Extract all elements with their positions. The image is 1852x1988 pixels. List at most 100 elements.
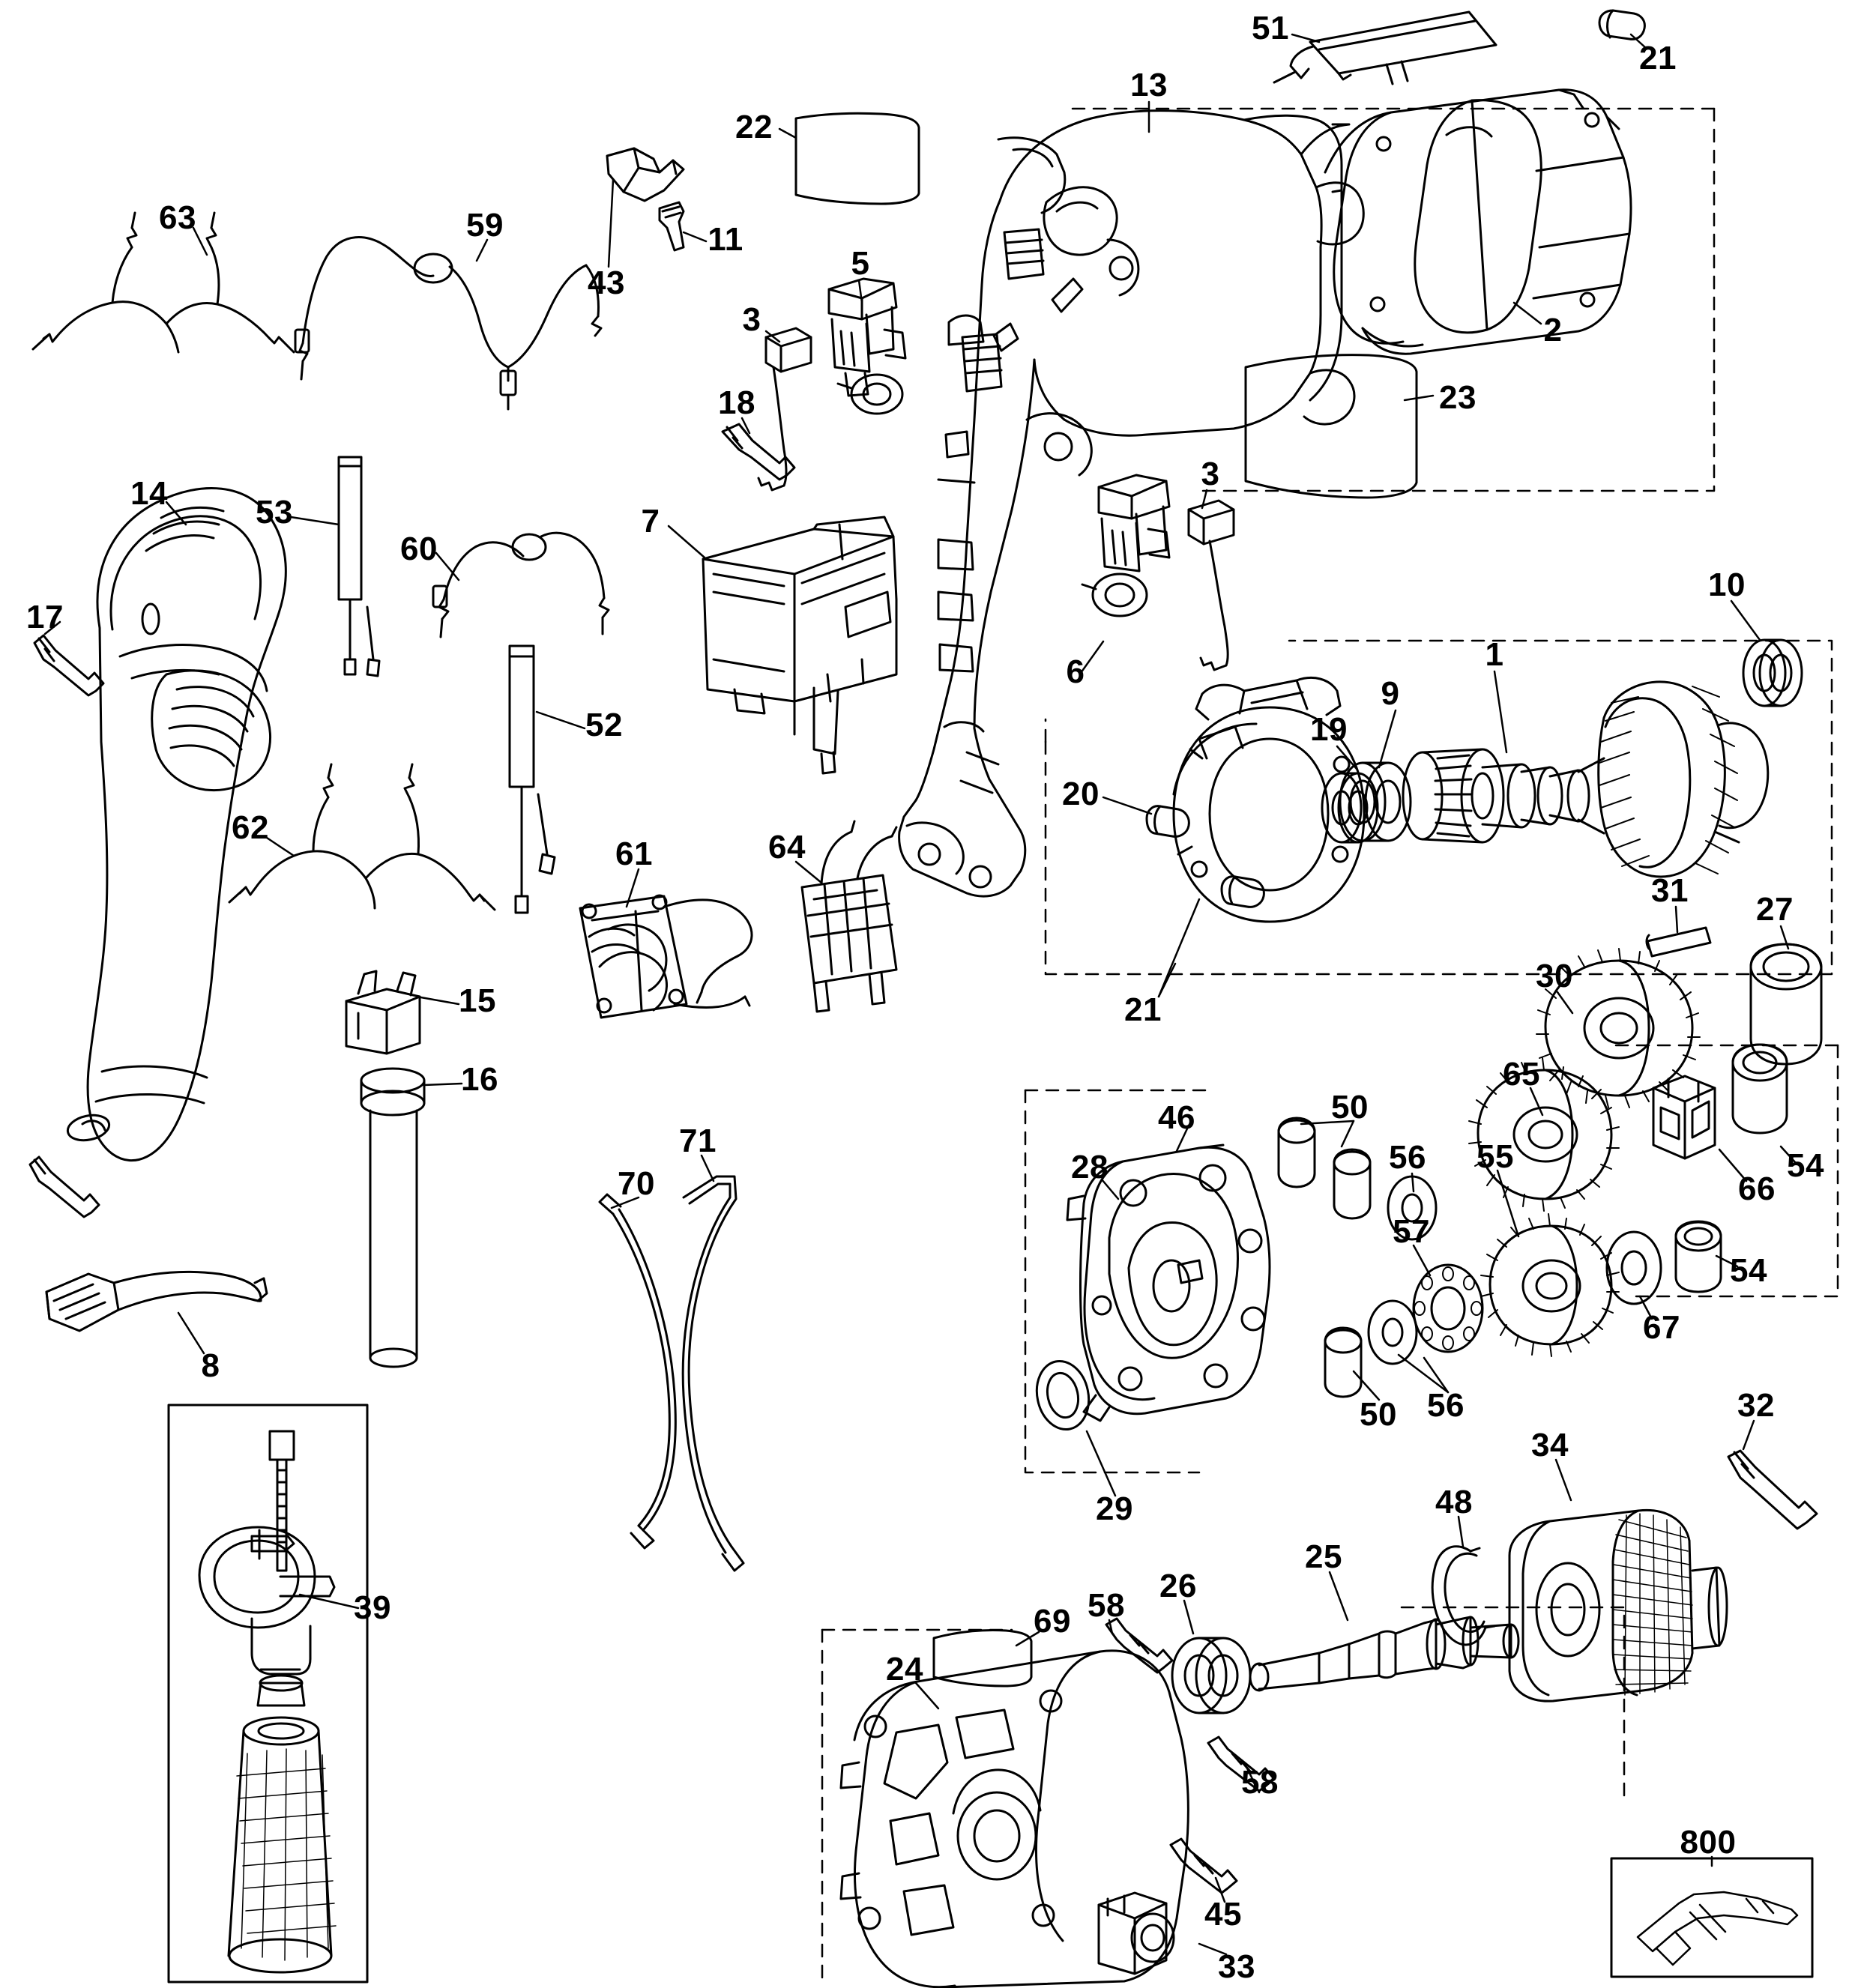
- callout-31: 31: [1651, 872, 1689, 909]
- part-3-connector-right: [1187, 499, 1235, 671]
- part-45-screw: [1169, 1837, 1238, 1894]
- part-61-field: [579, 894, 753, 1019]
- part-63-wire-harness: [31, 211, 295, 354]
- part-17-screw-lower: [28, 1155, 100, 1218]
- callout-70: 70: [618, 1165, 655, 1202]
- part-1-armature: [1402, 680, 1770, 878]
- part-56-washer-lower: [1367, 1299, 1418, 1365]
- callout-29: 29: [1096, 1490, 1133, 1527]
- part-57-cage: [1412, 1263, 1484, 1353]
- callout-18: 18: [718, 384, 755, 421]
- callout-52: 52: [585, 707, 623, 743]
- part-2-field-housing: [1324, 88, 1632, 355]
- callout-13: 13: [1130, 67, 1168, 103]
- part-26-bearing: [1171, 1637, 1252, 1714]
- part-54-bushing-lower: [1674, 1220, 1722, 1293]
- callout-66: 66: [1738, 1170, 1776, 1207]
- part-7-switch: [702, 516, 898, 775]
- callout-28: 28: [1071, 1149, 1109, 1185]
- callout-53: 53: [256, 494, 293, 531]
- part-15-collar: [345, 970, 421, 1055]
- callout-10: 10: [1708, 567, 1746, 603]
- part-66-clutch: [1652, 1075, 1716, 1160]
- part-11-screw: [658, 201, 685, 252]
- part-67-washer: [1605, 1230, 1662, 1305]
- part-70-rod: [598, 1193, 677, 1550]
- part-30-gear: [1536, 948, 1701, 1108]
- part-59-wire: [294, 236, 603, 411]
- callout-58b: 58: [1241, 1764, 1279, 1801]
- part-51-brush: [1273, 10, 1497, 85]
- callout-59: 59: [466, 207, 504, 244]
- callout-56b: 56: [1427, 1387, 1465, 1424]
- callout-50b: 50: [1360, 1396, 1397, 1433]
- callout-2: 2: [1543, 312, 1563, 348]
- part-9-washer: [1321, 772, 1379, 844]
- part-58-screw-upper: [1105, 1617, 1174, 1674]
- part-34-chuck: [1508, 1508, 1728, 1703]
- part-29-ring: [1035, 1359, 1091, 1431]
- callout-14: 14: [130, 475, 168, 512]
- callout-25: 25: [1305, 1538, 1342, 1575]
- part-55-pinion: [1480, 1213, 1620, 1357]
- part-60-wire: [432, 531, 610, 638]
- callout-34: 34: [1531, 1427, 1569, 1463]
- part-71-rod: [681, 1175, 745, 1572]
- part-50-roller-upper: [1277, 1117, 1316, 1188]
- callout-30: 30: [1536, 958, 1573, 994]
- callout-39: 39: [354, 1589, 391, 1626]
- part-5-brush-assembly: [827, 277, 907, 415]
- callout-17: 17: [26, 599, 64, 635]
- callout-9: 9: [1381, 675, 1400, 712]
- callout-800: 800: [1680, 1824, 1737, 1861]
- callout-57: 57: [1393, 1213, 1430, 1250]
- part-14-housing-half: [66, 487, 287, 1161]
- part-3-connector-upper: [757, 327, 812, 492]
- callout-71: 71: [679, 1123, 717, 1159]
- part-25-spindle: [1249, 1616, 1520, 1692]
- part-43-clip: [606, 147, 685, 202]
- part-62-wire-harness: [228, 763, 496, 911]
- part-64-module: [800, 820, 898, 1013]
- callout-27: 27: [1756, 891, 1794, 928]
- part-13-motor-housing: [898, 109, 1365, 898]
- part-48-retaining-ring: [1431, 1545, 1496, 1646]
- part-21-pin-top: [1598, 9, 1646, 40]
- callout-7: 7: [641, 503, 660, 540]
- callout-22: 22: [735, 109, 773, 145]
- callout-16: 16: [461, 1061, 498, 1098]
- part-18-screw: [721, 423, 796, 481]
- part-24-gearcase-housing: [839, 1649, 1189, 1988]
- part-65-gear: [1468, 1057, 1620, 1212]
- part-46-gearcase: [1066, 1143, 1271, 1422]
- part-17-screw: [33, 634, 105, 697]
- part-8-power-cord: [45, 1270, 268, 1332]
- callout-21a: 21: [1639, 40, 1677, 76]
- callout-26: 26: [1159, 1568, 1197, 1604]
- callout-64: 64: [768, 829, 806, 865]
- part-54-bushing-upper: [1731, 1043, 1788, 1135]
- callout-43: 43: [588, 265, 625, 301]
- kit-800-contents: [1636, 1891, 1799, 1966]
- part-31-pin: [1645, 926, 1712, 958]
- callout-5: 5: [851, 245, 870, 282]
- callout-45: 45: [1204, 1896, 1242, 1933]
- part-27-sleeve: [1749, 943, 1823, 1066]
- callout-56a: 56: [1389, 1139, 1426, 1176]
- part-16-grip: [360, 1067, 426, 1368]
- callout-50a: 50: [1331, 1089, 1369, 1126]
- callout-3b: 3: [1201, 456, 1220, 492]
- callout-6: 6: [1066, 653, 1085, 690]
- part-50-roller-mid: [1333, 1148, 1372, 1220]
- callout-23: 23: [1439, 379, 1477, 416]
- callout-20: 20: [1062, 776, 1100, 812]
- callout-55: 55: [1477, 1138, 1514, 1175]
- callout-11: 11: [708, 221, 743, 258]
- callout-33: 33: [1218, 1948, 1255, 1985]
- callout-54a: 54: [1787, 1147, 1824, 1184]
- callout-62: 62: [232, 809, 269, 846]
- part-33-bushing: [1097, 1891, 1175, 1975]
- callout-69: 69: [1034, 1603, 1071, 1640]
- part-52-pin: [508, 644, 556, 914]
- part-20-end-cap: [1145, 677, 1366, 923]
